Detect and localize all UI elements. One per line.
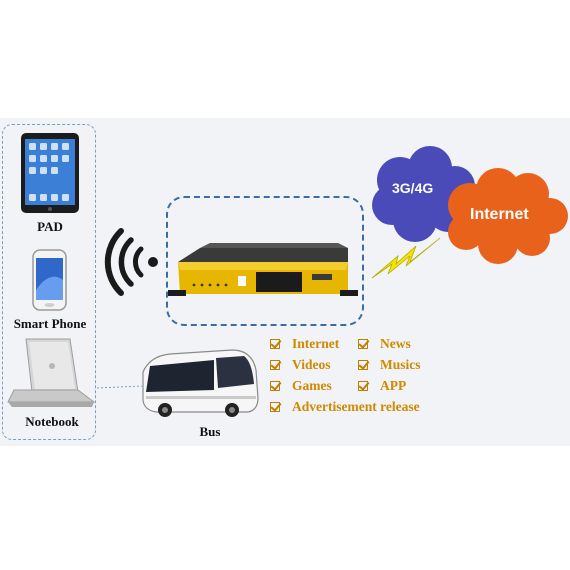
service-item: Advertisement release bbox=[270, 399, 420, 415]
service-item: Games bbox=[270, 378, 332, 394]
internet-cloud-label: Internet bbox=[470, 206, 529, 223]
notebook-label: Notebook bbox=[25, 414, 79, 429]
service-item: News bbox=[358, 336, 411, 352]
internet-cloud-icon bbox=[448, 168, 568, 264]
checkbox-icon bbox=[270, 381, 280, 391]
service-item: Videos bbox=[270, 357, 331, 373]
network-cloud-label: 3G/4G bbox=[392, 180, 434, 196]
checkbox-icon bbox=[270, 360, 280, 370]
router-device-icon bbox=[168, 243, 358, 296]
router-group bbox=[166, 196, 364, 326]
checkbox-icon bbox=[358, 360, 368, 370]
wireless-link-bolt-icon bbox=[371, 237, 441, 279]
bus-icon bbox=[142, 349, 259, 417]
service-item: Musics bbox=[358, 357, 421, 373]
checkbox-icon bbox=[358, 339, 368, 349]
pad-label: PAD bbox=[37, 219, 63, 234]
checkbox-icon bbox=[270, 339, 280, 349]
pad-icon bbox=[21, 133, 79, 213]
bus-label: Bus bbox=[199, 424, 221, 439]
checkbox-icon bbox=[270, 402, 280, 412]
connector-line bbox=[96, 385, 143, 389]
smartphone-icon bbox=[32, 249, 67, 311]
service-item: APP bbox=[358, 378, 406, 394]
notebook-icon bbox=[7, 338, 96, 407]
wifi-signal-icon bbox=[104, 228, 158, 296]
smartphone-label: Smart Phone bbox=[13, 316, 87, 331]
checkbox-icon bbox=[358, 381, 368, 391]
client-devices-group bbox=[2, 124, 96, 440]
service-item: Internet bbox=[270, 336, 339, 352]
